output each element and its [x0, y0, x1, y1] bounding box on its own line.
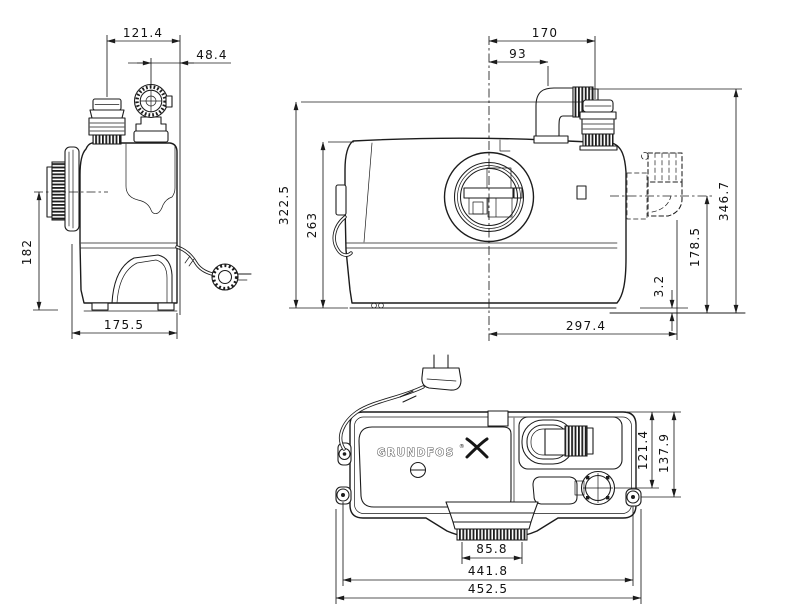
vent-ribbed-band [582, 133, 614, 147]
mount-screw [626, 490, 640, 504]
plug-ribs [212, 264, 238, 290]
brand-logo-text: GRUNDFOS [377, 447, 455, 459]
screw-dot [341, 493, 345, 497]
dim-label: 322.5 [277, 185, 291, 225]
power-plug-top [338, 354, 462, 451]
plug-line [426, 378, 457, 382]
top-inlet-ribbed-band [92, 134, 122, 145]
tank-clip [576, 185, 587, 200]
cord-clamp [402, 395, 417, 403]
dim-label: 178.5 [688, 227, 702, 267]
foot [157, 302, 175, 311]
screw-dot [342, 452, 347, 456]
top-notch [499, 139, 511, 152]
inlet-ribbed-band [456, 528, 528, 541]
elbow-ribs-top [564, 425, 588, 457]
side-inlet-ribs [51, 161, 66, 221]
dim-base-depth: 175.5 [71, 244, 178, 339]
top-view: GRUNDFOS ® [335, 354, 681, 604]
registered-mark: ® [459, 443, 465, 450]
vent-port-top [574, 470, 616, 506]
cable-hook [335, 184, 347, 216]
vent-connector [579, 99, 618, 151]
plug-body [421, 367, 462, 391]
dim-overall-width: 452.5 [335, 509, 642, 604]
dim-label: 452.5 [468, 582, 508, 596]
valve-collar [133, 130, 169, 143]
dim-label: 182 [20, 239, 34, 266]
foot [91, 302, 109, 311]
dim-tank-height: 263 [305, 141, 354, 309]
hidden-outlet-pipe [610, 152, 714, 220]
valve-neck [135, 116, 167, 132]
side-inlet-flange [64, 146, 80, 232]
dim-label: 137.9 [657, 433, 671, 473]
elbow-top-view [521, 419, 594, 465]
dim-label: 297.4 [566, 319, 606, 333]
top-inlet-flange [89, 109, 125, 119]
dim-screw-offset: 137.9 [641, 411, 681, 498]
cord-clamp [399, 390, 414, 398]
dim-side-inlet-height: 182 [20, 191, 108, 311]
side-view: 121.4 48.4 182 175.5 [20, 26, 252, 339]
dim-label: 93 [509, 47, 527, 61]
dim-label: 3.2 [652, 275, 666, 298]
dim-port-offset: 121.4 [615, 411, 681, 489]
dim-vent-cap-height: 322.5 [277, 101, 582, 309]
dim-label: 121.4 [636, 430, 650, 470]
foot-screw [378, 302, 384, 309]
dim-discharge-offset: 48.4 [128, 48, 231, 88]
power-plug [211, 263, 239, 291]
screw-dot [631, 495, 635, 499]
base-recess [111, 254, 173, 304]
dim-label: 170 [532, 26, 559, 40]
inlet-bellows [445, 501, 539, 541]
side-panel-seam [125, 143, 176, 214]
dim-label: 85.8 [476, 542, 508, 556]
front-view: 170 93 322.5 263 346.7 178.5 [277, 26, 746, 341]
mount-screw [336, 488, 350, 502]
panel-seam [363, 142, 373, 243]
dim-screw-span: 441.8 [342, 502, 634, 586]
foot-screw [371, 302, 377, 309]
dim-overall-height: 346.7 [589, 88, 742, 314]
dim-label: 441.8 [468, 564, 508, 578]
cord-clamp [188, 258, 195, 267]
cord-clamp [184, 255, 191, 264]
dim-label: 263 [305, 212, 319, 239]
dim-top-inlet-offset: 121.4 [106, 26, 181, 315]
brand-x-icon [465, 437, 489, 459]
plug-face [217, 269, 233, 285]
power-cord-inner [176, 246, 213, 275]
dim-outlet-reach: 297.4 [488, 220, 678, 340]
dim-vent-offset: 170 [488, 26, 596, 341]
dim-label: 346.7 [717, 181, 731, 221]
dim-inlet-width: 85.8 [461, 542, 523, 564]
dim-outlet-center-height: 178.5 [688, 195, 710, 314]
dim-label: 48.4 [196, 48, 228, 62]
valve-tab [165, 95, 173, 108]
power-cord-top-inner [339, 386, 424, 450]
dim-discharge-offset-front: 93 [488, 47, 549, 86]
base-recess-inner [116, 259, 168, 304]
dim-label: 175.5 [104, 318, 144, 332]
dim-foot-height: 3.2 [640, 275, 688, 331]
cover-clip [513, 187, 523, 199]
top-notch [487, 410, 509, 427]
stored-cord-inner [333, 216, 352, 256]
dim-label: 121.4 [123, 26, 163, 40]
pump-body-side [79, 142, 178, 304]
top-inlet-rings [88, 117, 126, 136]
